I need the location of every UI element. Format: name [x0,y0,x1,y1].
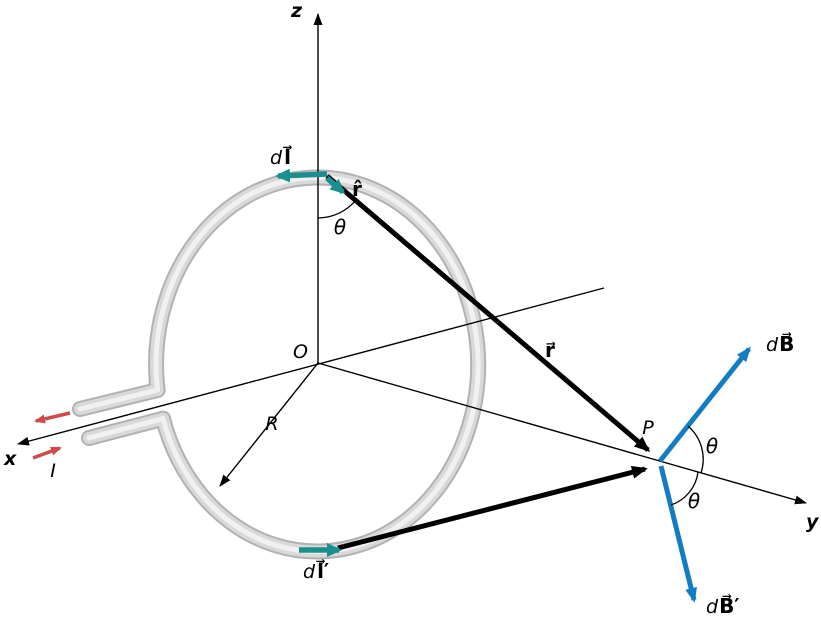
theta-label-lower: θ [688,489,700,513]
dB-label: dB⃗ [766,331,794,356]
dl-vector [275,168,328,183]
point-p-label: P [642,417,654,439]
y-axis-label: y [806,511,820,533]
radius-label: R [265,413,278,435]
x-axis [17,287,605,446]
theta-arc-upper [687,425,704,474]
theta-label-top: θ [334,215,346,239]
radius-line [219,362,319,487]
y-axis [317,362,807,505]
theta-arc-lower [670,471,699,506]
current-arrow-in [32,446,62,460]
r-vector-label: r⃗ [545,338,556,362]
current-arrow-out [34,411,71,424]
dB-vector [658,346,751,463]
r-vector [325,174,651,452]
theta-label-upper: θ [706,434,718,458]
current-loop [72,169,487,560]
r-hat-vector [325,175,346,195]
z-axis-label: z [290,0,303,22]
origin-label: O [293,341,308,363]
dB-prime-vector [658,465,697,603]
x-axis-label: x [3,448,17,470]
dlprime-to-p-vector [337,465,648,551]
r-hat-label: r̂ [352,177,362,201]
current-label: I [50,460,56,482]
theta-arc-top [317,199,357,219]
dB-prime-label: dB⃗′ [706,593,740,618]
